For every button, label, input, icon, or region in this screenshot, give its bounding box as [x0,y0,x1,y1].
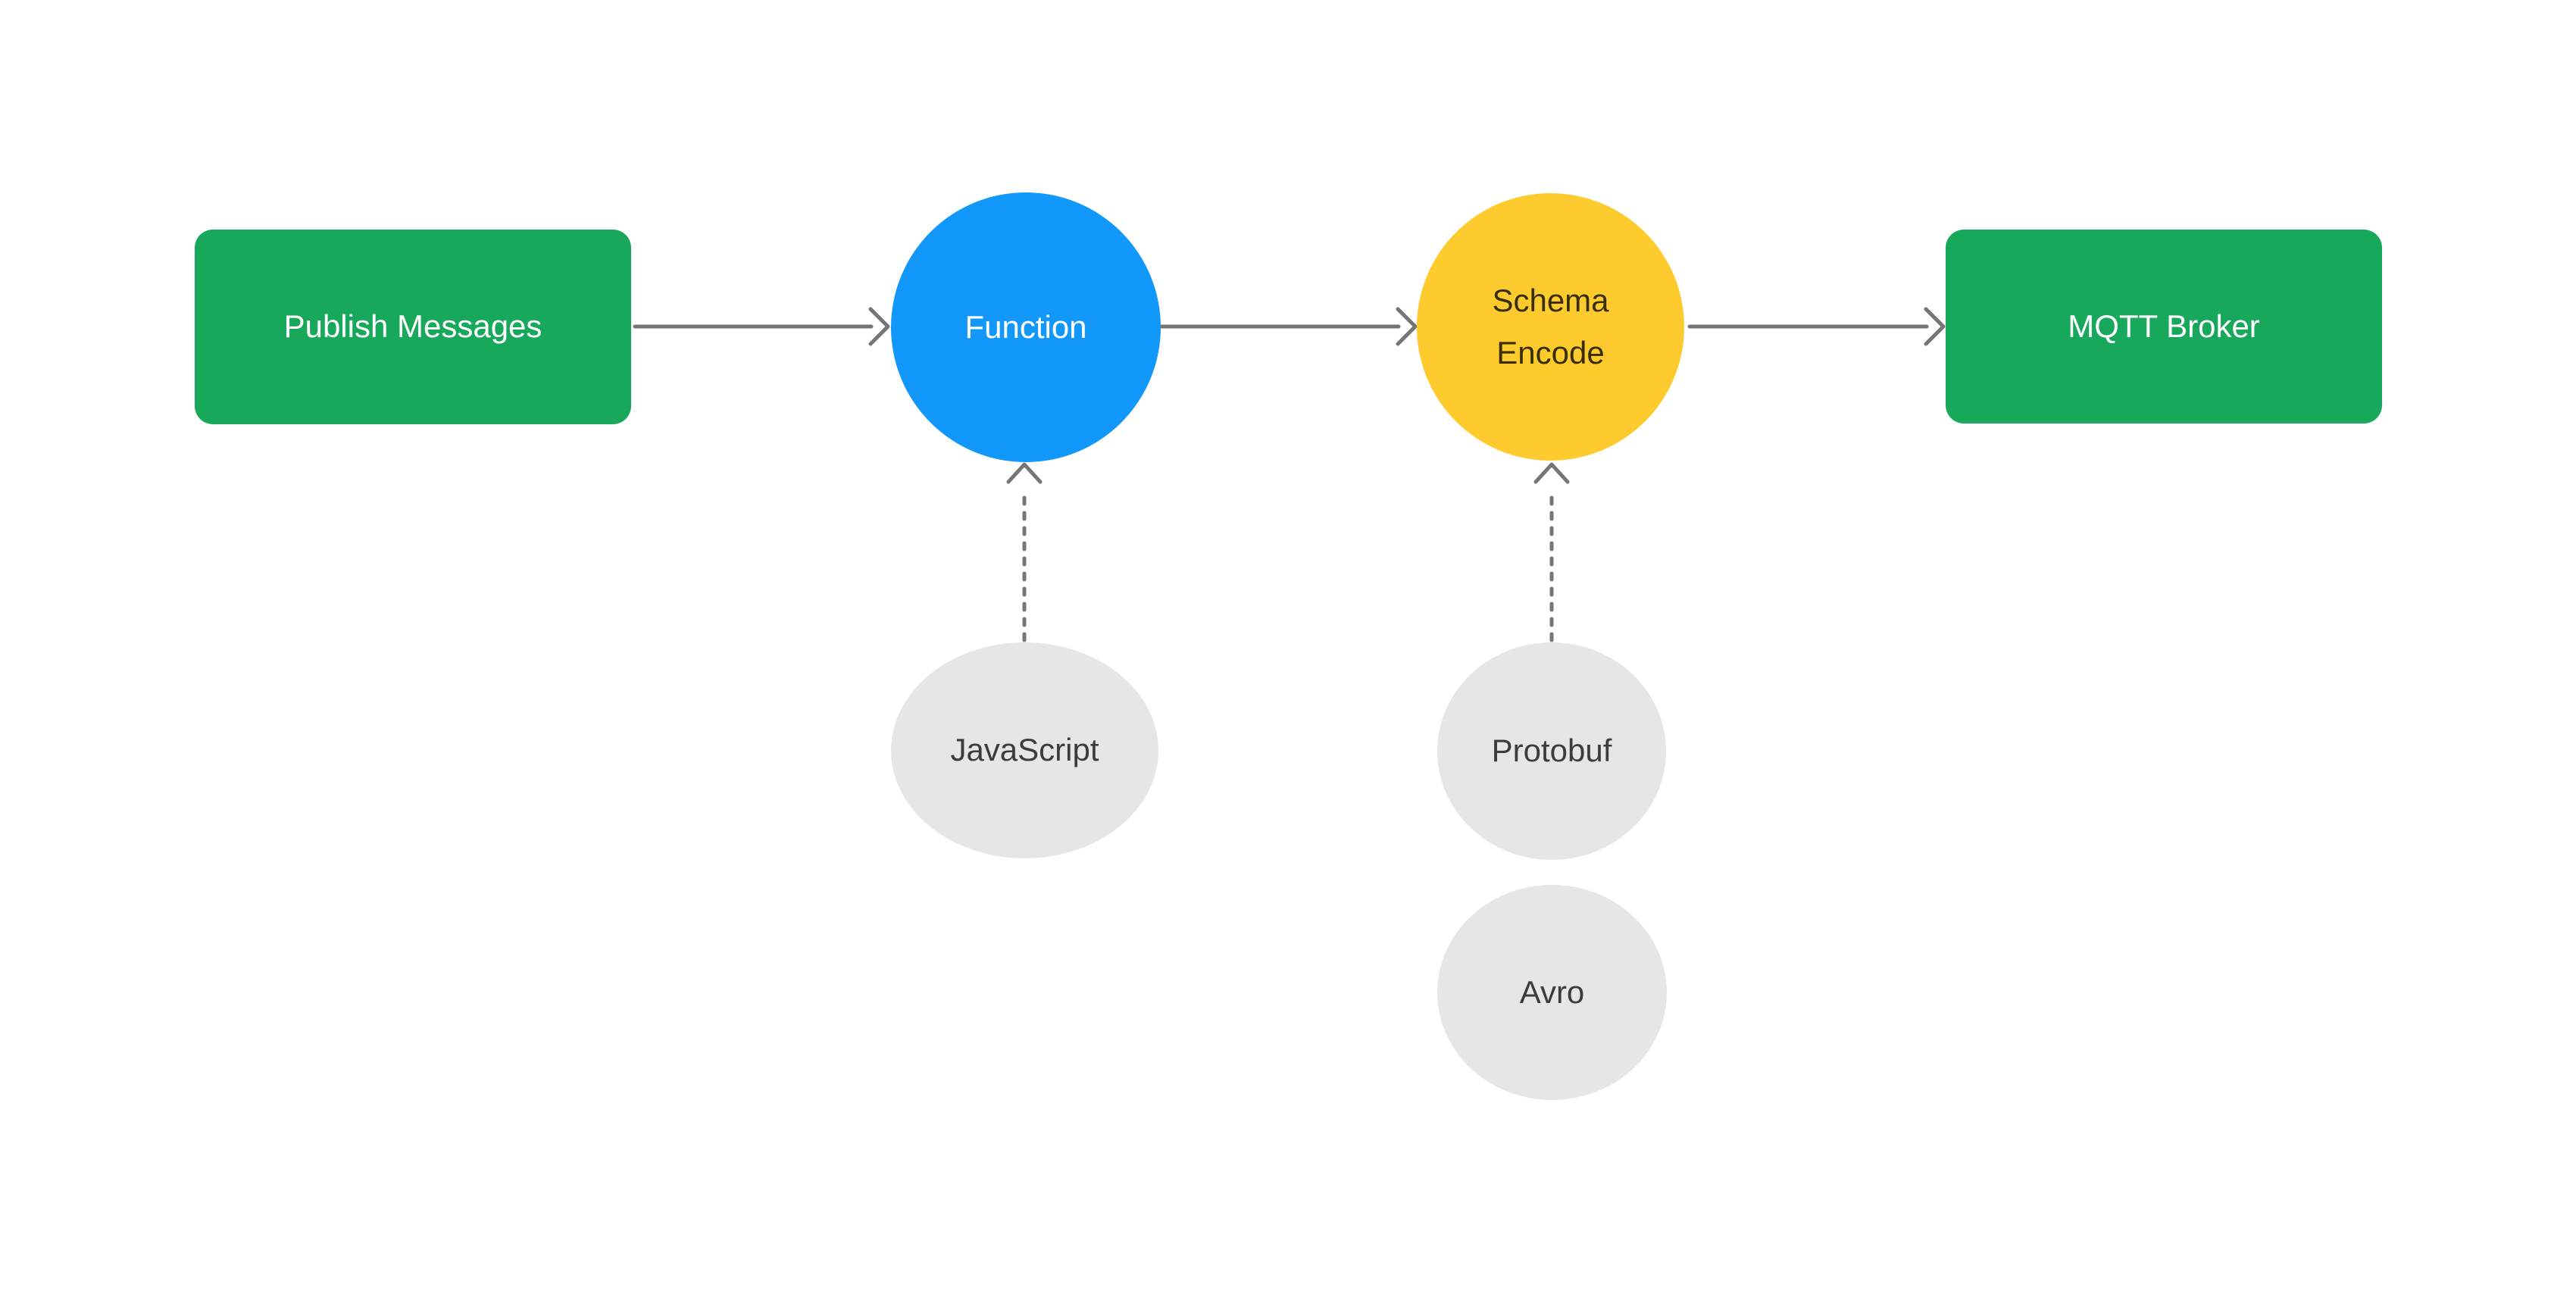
node-label: Protobuf [1491,733,1612,769]
edge-function-to-schema [1159,307,1418,346]
arrowhead-icon [1396,307,1418,346]
node-label: MQTT Broker [2068,308,2260,344]
node-publish-messages: Publish Messages [195,230,631,424]
edge-schema-to-mqtt [1687,307,1946,346]
arrowhead-icon [868,307,890,346]
node-label: Schema Encode [1492,283,1609,370]
node-mqtt-broker: MQTT Broker [1946,230,2382,423]
arrowhead-icon [1006,462,1043,484]
node-protobuf: Protobuf [1437,642,1666,860]
node-schema-encode: Schema Encode [1417,193,1684,461]
node-label: Avro [1519,974,1585,1010]
node-label: Publish Messages [283,308,542,345]
edge-protobuf-to-schema [1533,462,1570,642]
edge-javascript-to-function [1006,462,1043,642]
node-label: Function [964,308,1087,345]
node-label: JavaScript [950,732,1099,768]
arrowhead-icon [1924,307,1946,346]
node-function: Function [891,192,1161,462]
node-avro: Avro [1437,885,1667,1100]
node-javascript: JavaScript [891,642,1158,858]
arrowhead-icon [1533,462,1570,484]
edge-publish-to-function [633,307,890,346]
